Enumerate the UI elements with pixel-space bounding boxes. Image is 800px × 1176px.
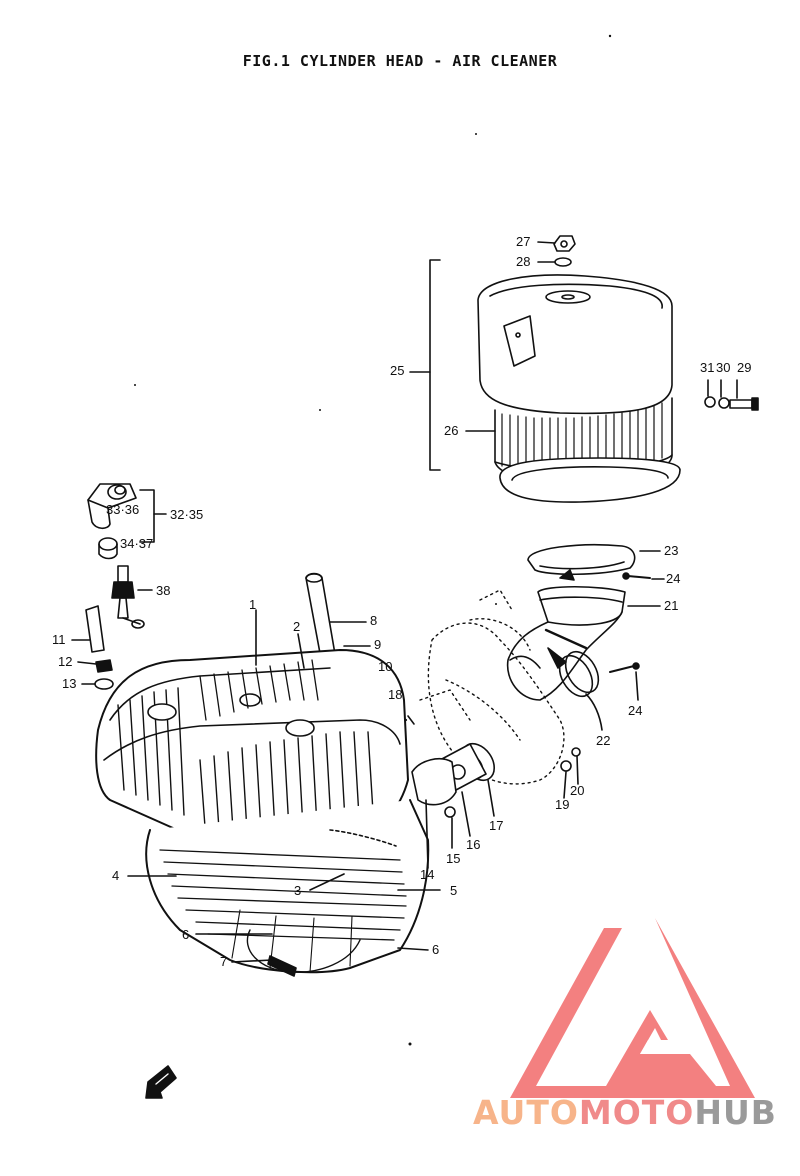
label-17: 17 (489, 818, 504, 833)
label-14: 14 (420, 867, 435, 882)
nut-12 (95, 659, 113, 673)
brand-wordmark: AUTOMOTOHUB (473, 1093, 793, 1133)
air-cleaner-cover (477, 274, 673, 415)
label-13: 13 (62, 676, 77, 691)
intake-pipe-21 (506, 585, 626, 701)
cylinder-block (145, 799, 430, 974)
nut-19 (560, 760, 572, 772)
label-25: 25 (390, 363, 405, 378)
brand-part-hub: HUB (694, 1093, 777, 1132)
label-1: 1 (249, 597, 257, 612)
spark-plug-cap (87, 483, 137, 530)
air-cleaner-washer (554, 257, 572, 267)
hose-clamp-23 (527, 543, 636, 581)
brand-part-auto: AUTO (473, 1093, 579, 1132)
plug-cap-boot (98, 537, 118, 560)
nut-20 (571, 747, 581, 757)
label-24-lower: 24 (628, 703, 643, 718)
label-34-37: 34·37 (120, 536, 154, 551)
label-31: 31 (700, 360, 715, 375)
label-30: 30 (716, 360, 731, 375)
label-6-left: 6 (182, 927, 190, 942)
label-4: 4 (112, 868, 120, 883)
label-9: 9 (374, 637, 382, 652)
label-3: 3 (294, 883, 302, 898)
front-arrow-icon (145, 1065, 177, 1099)
air-cleaner-base (499, 457, 681, 503)
label-26: 26 (444, 423, 459, 438)
label-8: 8 (370, 613, 378, 628)
label-6-right: 6 (432, 942, 440, 957)
air-cleaner-nut (553, 235, 576, 252)
stud-bolt-8 (305, 572, 337, 665)
stud-7 (267, 955, 297, 977)
label-16: 16 (466, 837, 481, 852)
label-19: 19 (555, 797, 570, 812)
washer-15 (444, 806, 456, 818)
label-20: 20 (570, 783, 585, 798)
label-32-35: 32·35 (170, 507, 204, 522)
carburetor-phantom (419, 589, 565, 785)
label-7: 7 (220, 954, 228, 969)
label-15: 15 (446, 851, 461, 866)
hose-clamp-22 (547, 647, 600, 698)
label-11: 11 (52, 632, 66, 647)
label-27: 27 (516, 234, 531, 249)
brand-part-moto: MOTO (578, 1093, 695, 1132)
stud-bolt-11 (85, 605, 105, 653)
label-38: 38 (156, 583, 171, 598)
label-12: 12 (58, 654, 73, 669)
washer-13 (94, 678, 114, 690)
figure-title: FIG.1 CYLINDER HEAD - AIR CLEANER (242, 52, 558, 70)
label-21: 21 (664, 598, 679, 613)
spark-plug-38 (111, 565, 145, 629)
label-22: 22 (596, 733, 611, 748)
label-33-36: 33·36 (106, 502, 140, 517)
label-24-upper: 24 (666, 571, 681, 586)
clamp-screw-24 (622, 572, 651, 580)
label-5: 5 (450, 883, 458, 898)
head-gasket-3 (329, 829, 397, 847)
label-2: 2 (293, 619, 301, 634)
clamp-screw-24-lower (609, 662, 640, 673)
automotohub-logo-icon (510, 918, 755, 1098)
bracket-25 (429, 259, 441, 471)
gasket-14 (411, 758, 457, 806)
label-23: 23 (664, 543, 679, 558)
screw-29-30-31 (704, 396, 759, 411)
label-29: 29 (737, 360, 752, 375)
label-28: 28 (516, 254, 531, 269)
label-18: 18 (388, 687, 403, 702)
label-10: 10 (378, 659, 393, 674)
